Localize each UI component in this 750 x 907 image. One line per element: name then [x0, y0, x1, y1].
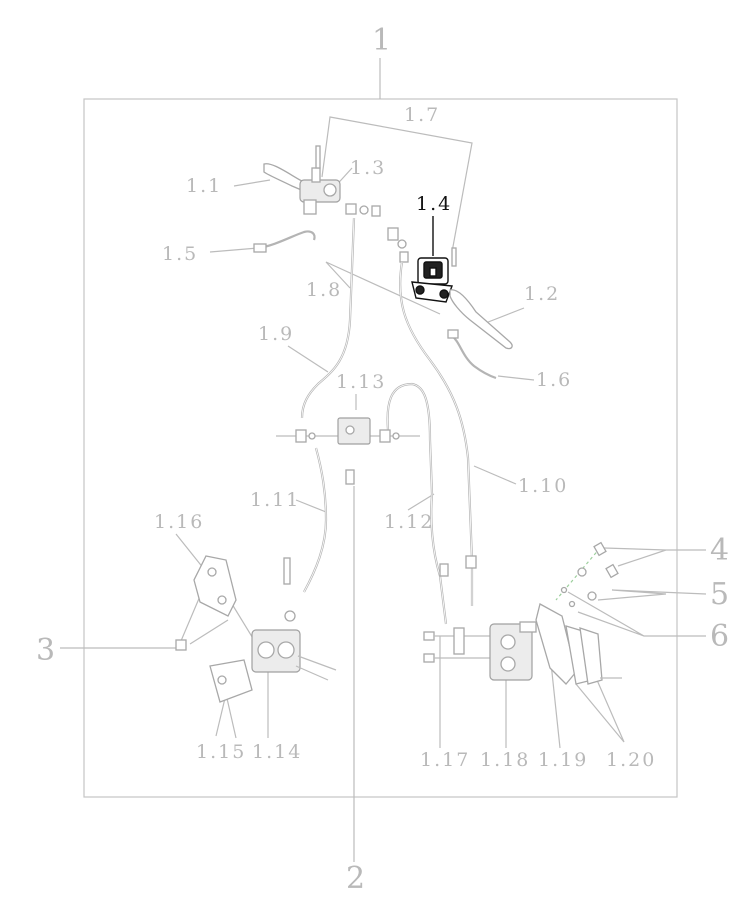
label-1-1: 1.1: [186, 175, 222, 197]
switch-plug-right: [447, 329, 459, 339]
label-1-12: 1.12: [384, 511, 434, 533]
label-1-16: 1.16: [154, 511, 204, 533]
leader-5: [597, 589, 707, 601]
fitting-1-10: [465, 555, 477, 569]
label-1-15: 1.15: [196, 741, 246, 763]
fitting-1-12: [439, 563, 449, 577]
brake-distributor: [276, 417, 420, 485]
label-1-10: 1.10: [518, 475, 568, 497]
label-1-7: 1.7: [404, 104, 440, 126]
label-1-4: 1.4: [416, 193, 452, 215]
label-1-5: 1.5: [162, 243, 198, 265]
switch-cable-left: [257, 230, 316, 250]
front-caliper-left: [175, 555, 337, 703]
leader-1-6: [497, 375, 535, 381]
leader-1-7: [321, 116, 473, 253]
label-1-8: 1.8: [306, 279, 342, 301]
label-1-18: 1.18: [480, 749, 530, 771]
switch-cable-right: [451, 335, 497, 380]
leader-4: [603, 547, 706, 567]
label-1: 1: [372, 23, 391, 58]
label-5: 5: [710, 577, 729, 612]
label-1-14: 1.14: [252, 741, 302, 763]
leader-3c: [189, 619, 229, 645]
hose-1-10: [399, 261, 474, 606]
leader-1-9: [287, 345, 329, 373]
label-1-19: 1.19: [538, 749, 588, 771]
rear-caliper-right: [423, 541, 622, 685]
label-1-13: 1.13: [336, 371, 386, 393]
leader-1-20: [575, 663, 625, 743]
leader-1-8: [325, 261, 441, 315]
switch-plug-left: [253, 243, 267, 253]
leader-1-5: [209, 247, 259, 253]
assembly-frame: [83, 98, 678, 798]
master-cylinder-right: [411, 257, 453, 303]
label-1-20: 1.20: [606, 749, 656, 771]
leader-1-12: [407, 493, 435, 511]
label-6: 6: [710, 619, 729, 654]
leader-6: [567, 591, 706, 637]
label-1-11: 1.11: [250, 489, 300, 511]
master-cylinder-left: [263, 145, 341, 215]
banjo-fittings-top: [345, 203, 457, 267]
label-1-9: 1.9: [258, 323, 294, 345]
fitting-1-17: [453, 627, 465, 655]
leader-1-1: [233, 179, 271, 187]
label-4: 4: [710, 533, 729, 568]
leader-1-10: [473, 465, 517, 485]
label-1-17: 1.17: [420, 749, 470, 771]
brake-lever-right: [449, 289, 513, 350]
label-1-6: 1.6: [536, 369, 572, 391]
hose-1-11: [303, 447, 328, 593]
label-2: 2: [346, 861, 365, 896]
leader-1-11: [295, 499, 327, 513]
label-1-2: 1.2: [524, 283, 560, 305]
label-3: 3: [36, 633, 55, 668]
label-1-3: 1.3: [350, 157, 386, 179]
